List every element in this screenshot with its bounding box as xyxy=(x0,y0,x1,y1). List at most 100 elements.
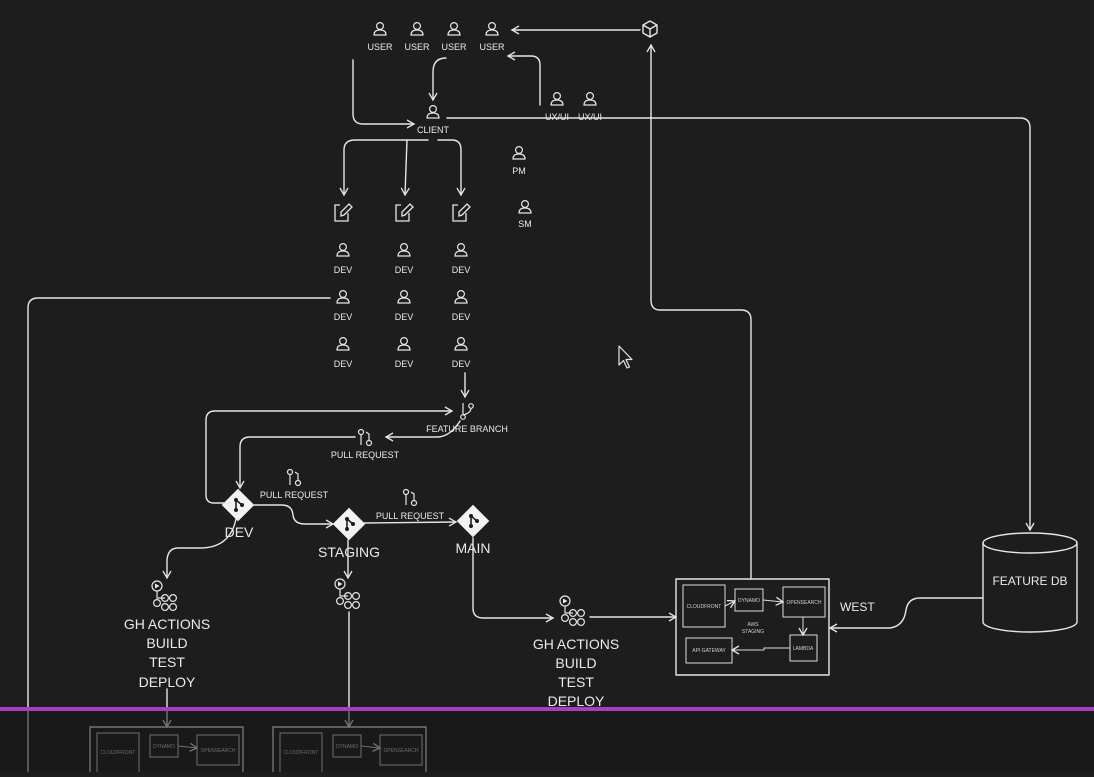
person-icon xyxy=(336,243,350,257)
pull-request-label: PULL REQUEST xyxy=(376,511,445,521)
person-icon xyxy=(454,337,468,351)
feature-db-node: FEATURE DB xyxy=(982,532,1078,633)
client-node: CLIENT xyxy=(417,104,450,135)
workflow-icon xyxy=(151,580,177,612)
pull-request-node-2: PULL REQUEST xyxy=(260,468,329,500)
dev-label: DEV xyxy=(334,312,353,322)
person-icon xyxy=(373,22,387,36)
person-icon xyxy=(454,243,468,257)
person-icon xyxy=(583,91,597,106)
dev-node: DEV xyxy=(334,337,353,369)
person-icon xyxy=(336,337,350,351)
pull-request-label: PULL REQUEST xyxy=(260,490,329,500)
edit-icon xyxy=(334,203,353,222)
dev-node: DEV xyxy=(452,290,471,322)
pull-request-label: PULL REQUEST xyxy=(331,450,400,460)
dev-label: DEV xyxy=(452,312,471,322)
dev-branch-node: DEV xyxy=(221,488,255,540)
person-icon xyxy=(454,290,468,304)
person-icon xyxy=(410,22,424,36)
edit-icon xyxy=(395,203,414,222)
user-node-4: USER xyxy=(479,22,505,52)
git-branch-icon xyxy=(460,402,474,420)
cloudfront-label: CLOUDFRONT xyxy=(687,604,722,610)
test-label: TEST xyxy=(149,654,185,670)
video-control-bar xyxy=(0,711,1094,772)
gh-actions-label: GH ACTIONS xyxy=(124,616,210,632)
pm-label: PM xyxy=(512,166,526,176)
pull-request-node-3: PULL REQUEST xyxy=(376,488,445,521)
sm-node: SM xyxy=(518,200,532,229)
aws-staging-box: CLOUDFRONT DYNAMO OPENSEARCH AWS STAGING… xyxy=(675,578,830,676)
play-icon[interactable]: ) xyxy=(0,731,8,749)
person-icon xyxy=(550,91,564,106)
user-label: USER xyxy=(479,42,505,52)
pull-request-node-1: PULL REQUEST xyxy=(331,428,400,460)
dev-label: DEV xyxy=(334,359,353,369)
person-icon xyxy=(518,200,532,214)
dev-grid: DEV DEV DEV DEV DEV DEV DEV DEV DEV xyxy=(334,243,471,369)
git-diamond-icon xyxy=(221,488,255,522)
git-diamond-icon xyxy=(456,504,490,538)
gh-actions-main: GH ACTIONS BUILD TEST DEPLOY xyxy=(533,636,619,709)
client-label: CLIENT xyxy=(417,125,450,135)
user-label: USER xyxy=(367,42,393,52)
git-diamond-icon xyxy=(332,507,366,541)
build-label: BUILD xyxy=(146,635,187,651)
dev-node: DEV xyxy=(395,337,414,369)
pull-request-icon xyxy=(286,468,302,487)
person-icon xyxy=(397,290,411,304)
user-node-1: USER xyxy=(367,22,393,52)
staging-branch-node: STAGING xyxy=(318,507,380,560)
video-progress-bar[interactable] xyxy=(0,707,1094,711)
person-icon xyxy=(336,290,350,304)
aws-label: AWS xyxy=(747,622,759,628)
dev-node: DEV xyxy=(334,290,353,322)
dev-node: DEV xyxy=(395,243,414,275)
dev-node: DEV xyxy=(334,243,353,275)
cursor-icon xyxy=(618,345,633,369)
feature-db-label: FEATURE DB xyxy=(992,574,1067,588)
sm-label: SM xyxy=(518,219,532,229)
pull-request-icon xyxy=(402,488,418,507)
user-label: USER xyxy=(441,42,467,52)
uxui-label: UX/UI xyxy=(545,112,569,122)
west-label: WEST xyxy=(840,600,875,614)
api-gateway-label: API GATEWAY xyxy=(692,648,726,654)
user-node-3: USER xyxy=(441,22,467,52)
pm-node: PM xyxy=(512,146,526,176)
cylinder-icon xyxy=(982,542,1078,633)
edit-icon xyxy=(452,203,471,222)
dev-label: DEV xyxy=(334,265,353,275)
dev-label: DEV xyxy=(452,265,471,275)
deploy-label: DEPLOY xyxy=(139,674,196,690)
deploy-label: DEPLOY xyxy=(548,693,605,709)
user-node-2: USER xyxy=(404,22,430,52)
gh-actions-dev: GH ACTIONS BUILD TEST DEPLOY xyxy=(124,616,210,690)
lambda-label: LAMBDA xyxy=(793,646,814,652)
staging-branch-label: STAGING xyxy=(318,544,380,560)
staging-label: STAGING xyxy=(742,629,764,635)
person-icon xyxy=(447,22,461,36)
gh-actions-label: GH ACTIONS xyxy=(533,636,619,652)
dev-label: DEV xyxy=(395,359,414,369)
dev-node: DEV xyxy=(452,337,470,369)
package-icon xyxy=(642,20,658,38)
uxui-node-2: UX/UI xyxy=(578,91,602,122)
pull-request-icon xyxy=(357,428,373,447)
person-icon xyxy=(426,104,440,119)
dynamo-label: DYNAMO xyxy=(738,598,760,604)
dev-label: DEV xyxy=(395,312,414,322)
workflow-icon xyxy=(559,595,586,627)
user-label: USER xyxy=(404,42,430,52)
uxui-label: UX/UI xyxy=(578,112,602,122)
dev-node: DEV xyxy=(395,290,414,322)
dev-label: DEV xyxy=(395,265,414,275)
person-icon xyxy=(512,146,526,160)
dev-node: DEV xyxy=(452,243,471,275)
feature-branch-node: FEATURE BRANCH xyxy=(426,402,508,434)
uxui-node-1: UX/UI xyxy=(545,91,569,122)
dev-branch-label: DEV xyxy=(225,524,254,540)
